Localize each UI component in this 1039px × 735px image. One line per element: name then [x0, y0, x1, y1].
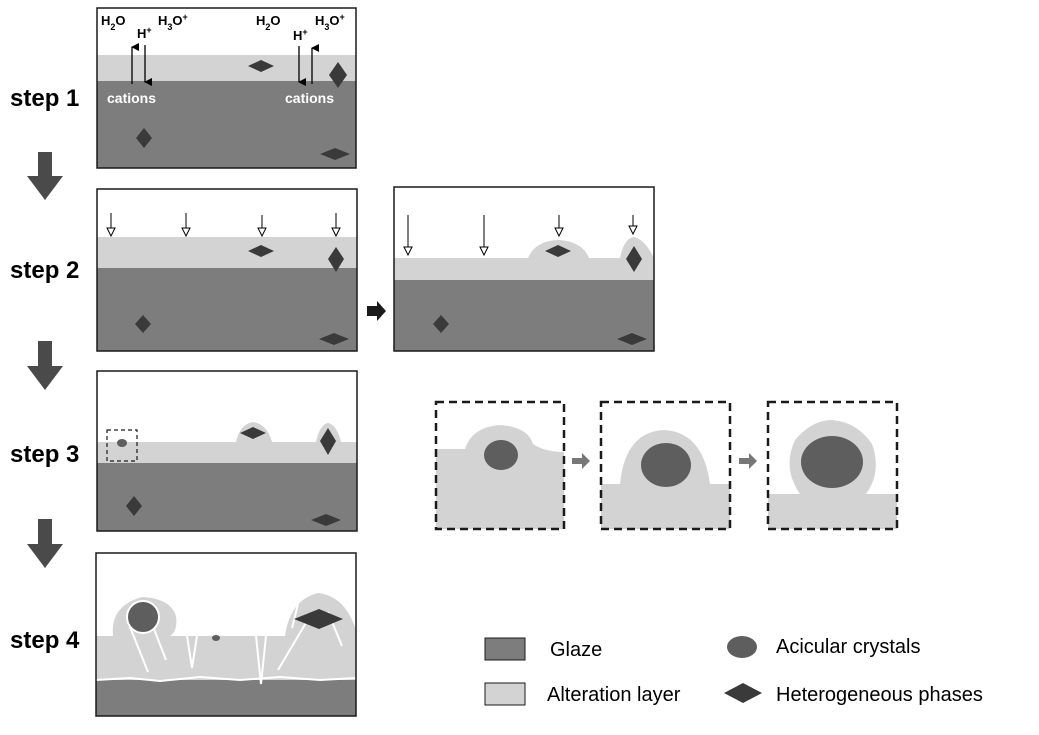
heterogeneous-phase — [320, 148, 350, 160]
acicular-crystal — [801, 436, 863, 488]
heterogeneous-phase — [433, 315, 449, 333]
hydronium-label: H3O+ — [158, 12, 188, 32]
legend-item-glaze: Glaze — [484, 637, 602, 661]
heterogeneous-phase — [319, 333, 349, 345]
down-arrow-icon — [27, 152, 63, 200]
heterogeneous-phase — [617, 333, 647, 345]
heterogeneous-phase — [135, 315, 151, 333]
heterogeneous-phase — [294, 609, 343, 629]
heterogeneous-phase — [248, 245, 274, 257]
heterogeneous-phase-swatch — [724, 683, 762, 703]
legend-item-heterogeneous-phases: Heterogeneous phases — [724, 683, 983, 706]
zoom-panel-3 — [766, 400, 899, 531]
proton-label: H+ — [137, 25, 152, 41]
zoom-panel-1 — [434, 400, 566, 531]
cations-label: cations — [285, 90, 334, 106]
cations-label: cations — [107, 90, 156, 106]
legend-label-heterogeneous-phases: Heterogeneous phases — [776, 684, 983, 706]
step-3-label: step 3 — [10, 441, 79, 468]
alteration-layer-swatch — [484, 682, 526, 706]
down-arrow-icon — [27, 519, 63, 568]
heterogeneous-phase — [126, 496, 142, 516]
legend-item-acicular-crystals: Acicular crystals — [727, 636, 920, 658]
step-1-panel: H2O H+ H3O+ cations H2O H+ H3O+ cations — [96, 7, 357, 169]
legend-item-alteration-layer: Alteration layer — [484, 682, 681, 706]
step-4-label: step 4 — [10, 627, 80, 654]
legend-label-glaze: Glaze — [550, 639, 602, 661]
step-1-label: step 1 — [10, 85, 79, 112]
legend: Glaze Alteration layer Acicular crystals… — [484, 636, 983, 706]
water-label: H2O — [101, 13, 126, 32]
heterogeneous-phase — [248, 60, 274, 72]
step-4-panel — [95, 552, 357, 717]
heterogeneous-phase — [136, 128, 152, 148]
step-2-result-panel — [393, 186, 655, 352]
heterogeneous-phase — [311, 514, 341, 526]
right-arrow-icon — [739, 453, 757, 469]
heterogeneous-phase — [320, 428, 336, 455]
step-3-panel — [96, 370, 358, 532]
heterogeneous-phase — [240, 427, 266, 439]
legend-label-acicular-crystals: Acicular crystals — [776, 636, 920, 658]
right-arrow-icon — [572, 453, 590, 469]
acicular-crystal — [641, 443, 691, 487]
dissolution-arrows — [106, 213, 341, 238]
hydronium-label: H3O+ — [315, 12, 345, 32]
zoom-panel-2 — [599, 400, 732, 531]
glaze-swatch — [484, 637, 526, 661]
water-label: H2O — [256, 13, 281, 32]
dissolution-arrows — [403, 215, 638, 257]
step-2-label: step 2 — [10, 257, 79, 284]
right-arrow-icon — [367, 301, 386, 321]
zoom-region-box — [106, 429, 138, 462]
down-arrow-icon — [27, 341, 63, 390]
acicular-crystal — [117, 439, 127, 447]
heterogeneous-phase — [329, 62, 347, 88]
legend-label-alteration-layer: Alteration layer — [547, 684, 681, 706]
proton-label: H+ — [293, 27, 308, 43]
heterogeneous-phase — [545, 245, 571, 257]
acicular-crystal-swatch — [727, 636, 757, 658]
heterogeneous-phase — [328, 247, 344, 272]
acicular-crystal — [484, 440, 518, 470]
heterogeneous-phase — [626, 246, 642, 272]
acicular-crystal — [212, 635, 220, 641]
step-2-panel — [96, 188, 358, 352]
acicular-crystal — [126, 600, 160, 634]
